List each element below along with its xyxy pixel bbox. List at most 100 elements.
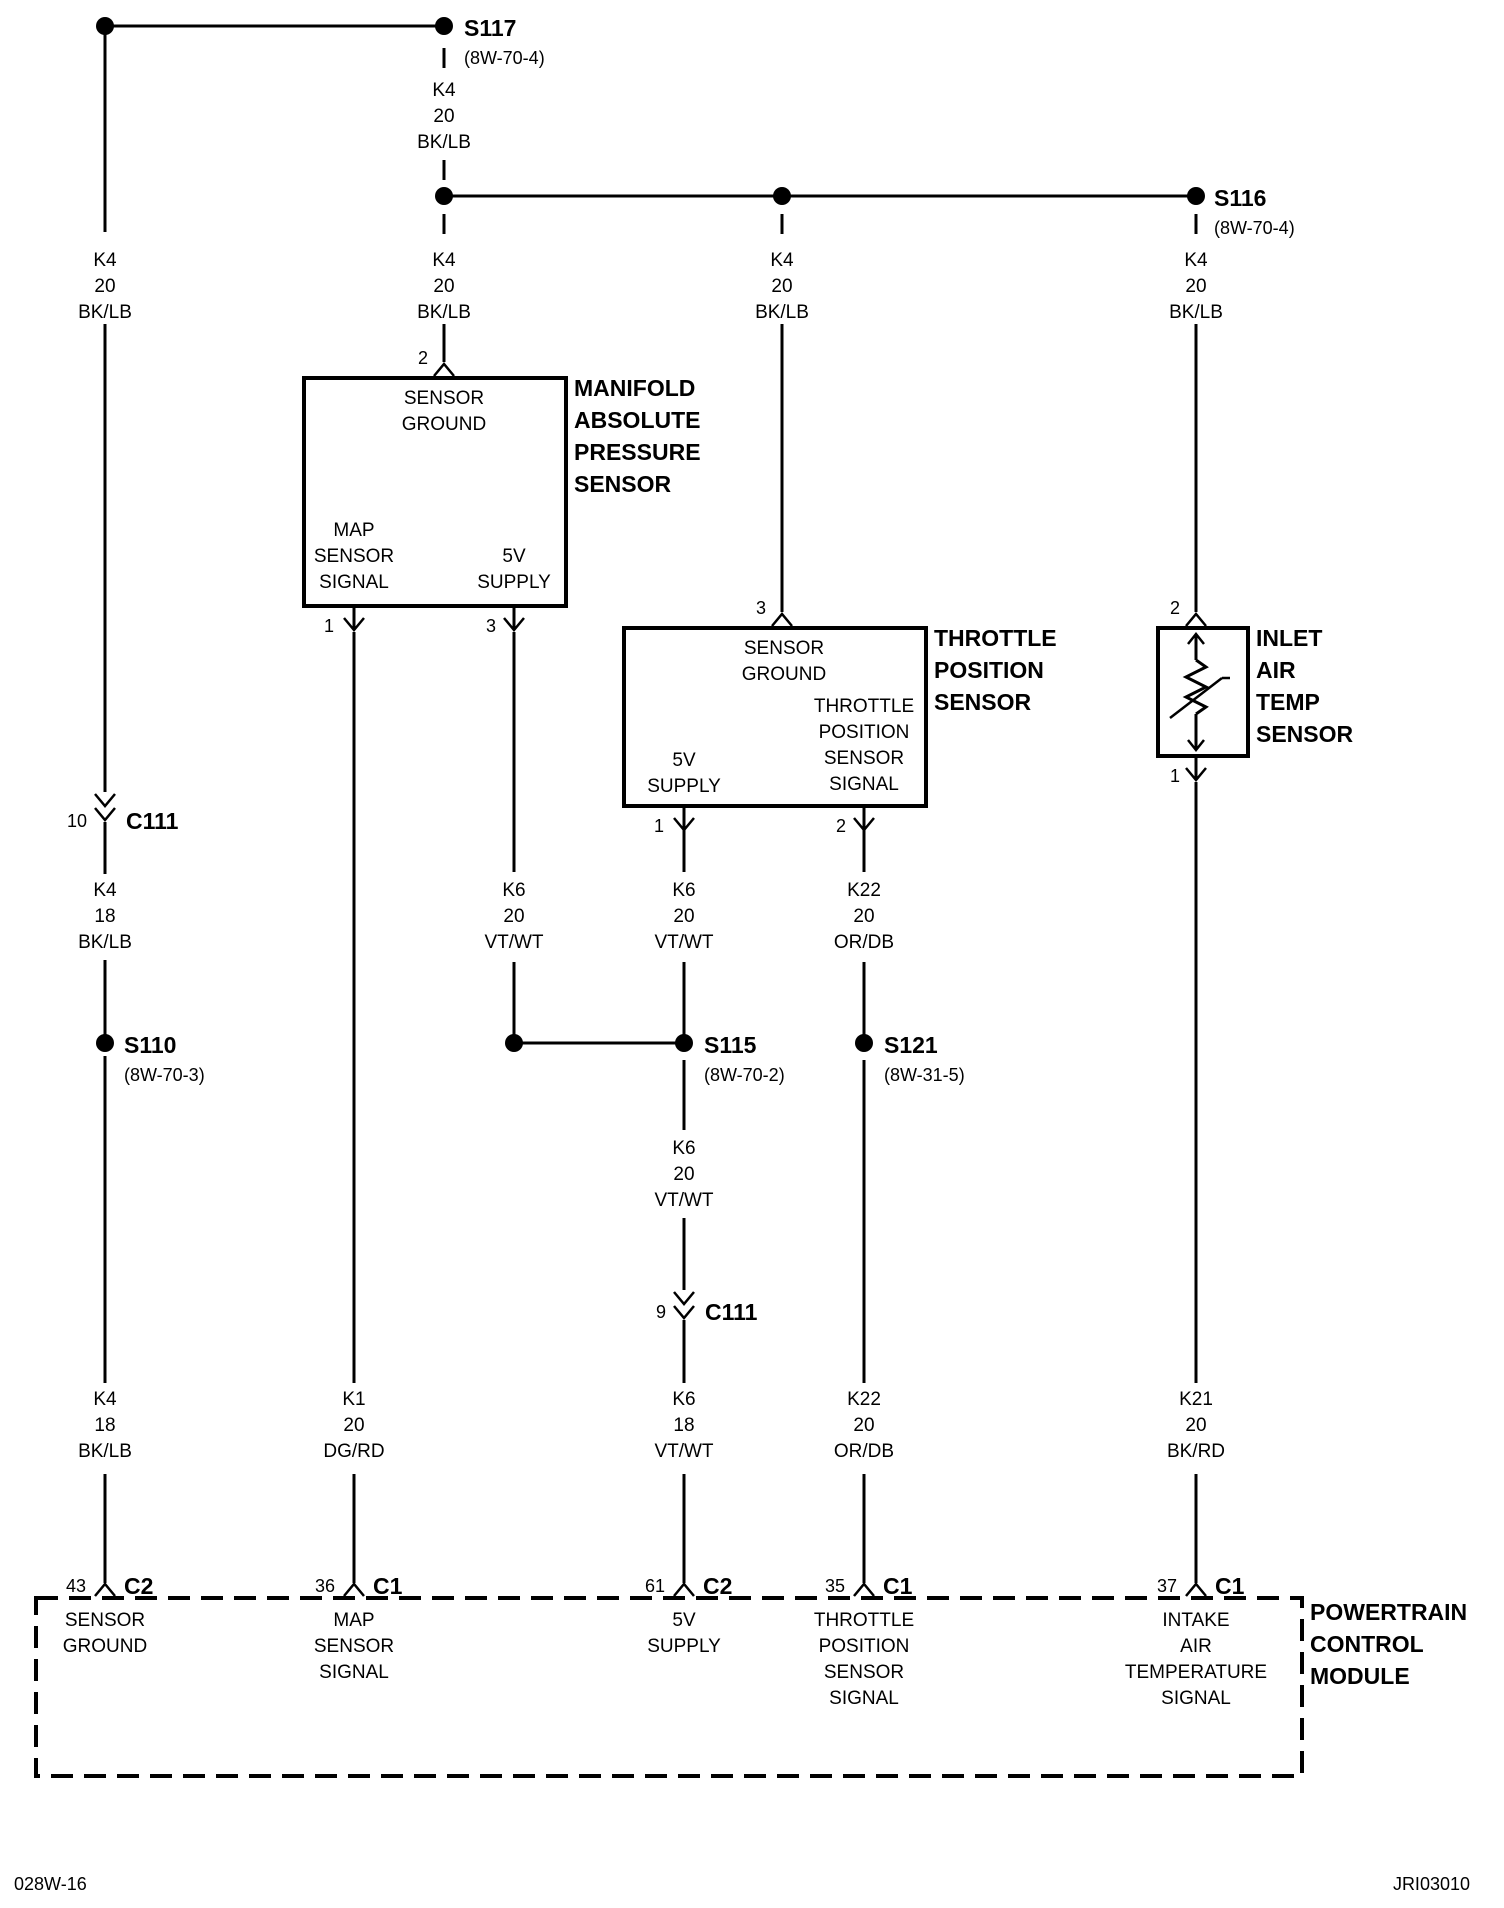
wire-label-gauge: 20 [94, 276, 115, 297]
splice-s121-ref: (8W-31-5) [884, 1065, 965, 1085]
tps-pin-ground-connector [771, 612, 793, 627]
splice-dot-s115 [675, 1034, 693, 1052]
pcm-terminal-label: INTAKE [1162, 1610, 1229, 1631]
tps-signal-label: POSITION [819, 722, 910, 743]
pcm-terminal: 43 C2 SENSOR GROUND [63, 1573, 154, 1657]
wire-label-color: VT/WT [654, 1190, 713, 1211]
splice-s115-name: S115 [704, 1032, 757, 1058]
pcm-terminal-label: SUPPLY [647, 1636, 721, 1657]
pcm-terminal-label: SENSOR [65, 1610, 145, 1631]
wire-label-gauge: 20 [433, 106, 454, 127]
pcm-terminal-label: SENSOR [824, 1662, 904, 1683]
pcm-terminal-label: SIGNAL [319, 1662, 389, 1683]
splice-dot [96, 17, 114, 35]
splice-s110-name: S110 [124, 1032, 176, 1058]
connector-chevron [673, 1291, 695, 1306]
pcm-terminal: 37 C1 INTAKE AIR TEMPERATURE SIGNAL [1125, 1573, 1267, 1709]
pcm-terminal-conn: C2 [124, 1573, 153, 1599]
splice-s115-ref: (8W-70-2) [704, 1065, 785, 1085]
wire-label-gauge: 20 [1185, 1415, 1206, 1436]
splice-s117-name: S117 [464, 15, 516, 41]
iat-title: TEMP [1256, 689, 1320, 715]
map-sensor: 2 1 3 SENSOR GROUND MAP SENSOR SIGNAL 5V… [302, 348, 701, 636]
splice-s117-ref: (8W-70-4) [464, 48, 545, 68]
wire-label-code: K22 [847, 1389, 881, 1410]
pcm-terminal-label: SENSOR [314, 1636, 394, 1657]
pcm-terminal-conn: C1 [373, 1573, 403, 1599]
wire-label-color: BK/LB [78, 1441, 132, 1462]
tps-box [622, 626, 928, 808]
c111-left-pin: 10 [67, 811, 87, 831]
map-sensor-title: ABSOLUTE [574, 407, 701, 433]
c111-left-connector: 10 C111 [67, 793, 179, 834]
iat-pin-top: 2 [1170, 598, 1180, 618]
wire-label-gauge: 20 [433, 276, 454, 297]
wire-label-color: BK/LB [417, 302, 471, 323]
tps-pin-signal: 2 [836, 816, 846, 836]
thermistor-arrow-bottom [1187, 739, 1205, 753]
wire-label-code: K4 [1184, 250, 1208, 271]
c111-left-name: C111 [126, 808, 179, 834]
pcm-terminal-conn: C2 [703, 1573, 732, 1599]
tps-signal-label: THROTTLE [814, 696, 914, 717]
connector-chevron [673, 1305, 695, 1320]
tps-signal-label: SENSOR [824, 748, 904, 769]
wire-label-gauge: 18 [94, 906, 115, 927]
pcm-terminal-conn: C1 [1215, 1573, 1245, 1599]
wire-label-code: K6 [672, 1389, 695, 1410]
pcm-terminal-label: SIGNAL [829, 1688, 899, 1709]
pcm-terminal-connector [673, 1582, 695, 1597]
pcm-terminal-label: POSITION [819, 1636, 910, 1657]
map-sensor-title: MANIFOLD [574, 375, 695, 401]
wire-label-gauge: 20 [771, 276, 792, 297]
splice-dots [96, 17, 1205, 1052]
pcm-terminal-connector [343, 1582, 365, 1597]
wire-label-color: BK/LB [417, 132, 471, 153]
wire-label-color: BK/RD [1167, 1441, 1225, 1462]
map-signal-label: SIGNAL [319, 572, 389, 593]
thermistor-slash [1169, 677, 1223, 719]
pcm-terminal: 36 C1 MAP SENSOR SIGNAL [314, 1573, 403, 1683]
map-pin-ground-connector [433, 362, 455, 377]
map-supply-label: 5V [502, 546, 526, 567]
wire-label-gauge: 20 [673, 906, 694, 927]
wire-label-code: K4 [770, 250, 794, 271]
map-ground-label: SENSOR [404, 388, 484, 409]
splice-dot [435, 187, 453, 205]
wire-label-code: K4 [432, 80, 456, 101]
map-pin-signal: 1 [324, 616, 334, 636]
wire-label-code: K22 [847, 880, 881, 901]
wire-label-gauge: 20 [503, 906, 524, 927]
c111-mid-connector: 9 C111 [656, 1291, 758, 1325]
map-pin-supply: 3 [486, 616, 496, 636]
connector-chevron [94, 807, 116, 822]
pcm-title: CONTROL [1310, 1631, 1424, 1657]
wire-label-code: K4 [432, 250, 456, 271]
map-signal-label: SENSOR [314, 546, 394, 567]
wire-label-gauge: 20 [1185, 276, 1206, 297]
wire-label-color: OR/DB [834, 932, 894, 953]
tps-supply-label: 5V [672, 750, 696, 771]
pcm-terminal-connector [1185, 1582, 1207, 1597]
pcm-terminal-connector [853, 1582, 875, 1597]
thermistor-arrow-top [1187, 631, 1205, 645]
splice-s116-ref: (8W-70-4) [1214, 218, 1295, 238]
tps-supply-label: SUPPLY [647, 776, 721, 797]
map-signal-label: MAP [333, 520, 374, 541]
pcm-terminal: 35 C1 THROTTLE POSITION SENSOR SIGNAL [814, 1573, 914, 1709]
pcm-terminal-label: MAP [333, 1610, 374, 1631]
splice-s121-name: S121 [884, 1032, 938, 1058]
footer-page-id: 028W-16 [14, 1874, 87, 1894]
splice-s116-name: S116 [1214, 185, 1266, 211]
wire-label-code: K21 [1179, 1389, 1213, 1410]
pcm-terminal-pin: 35 [825, 1576, 845, 1596]
wire-label-color: VT/WT [654, 1441, 713, 1462]
wire-label-gauge: 20 [853, 1415, 874, 1436]
wire-label-gauge: 18 [94, 1415, 115, 1436]
pcm-module: POWERTRAIN CONTROL MODULE 43 C2 SENSOR G… [34, 1573, 1467, 1778]
pcm-terminal-label: GROUND [63, 1636, 147, 1657]
iat-title: INLET [1256, 625, 1322, 651]
thermistor-zigzag [1182, 658, 1210, 716]
iat-pin-top-connector [1185, 612, 1207, 627]
